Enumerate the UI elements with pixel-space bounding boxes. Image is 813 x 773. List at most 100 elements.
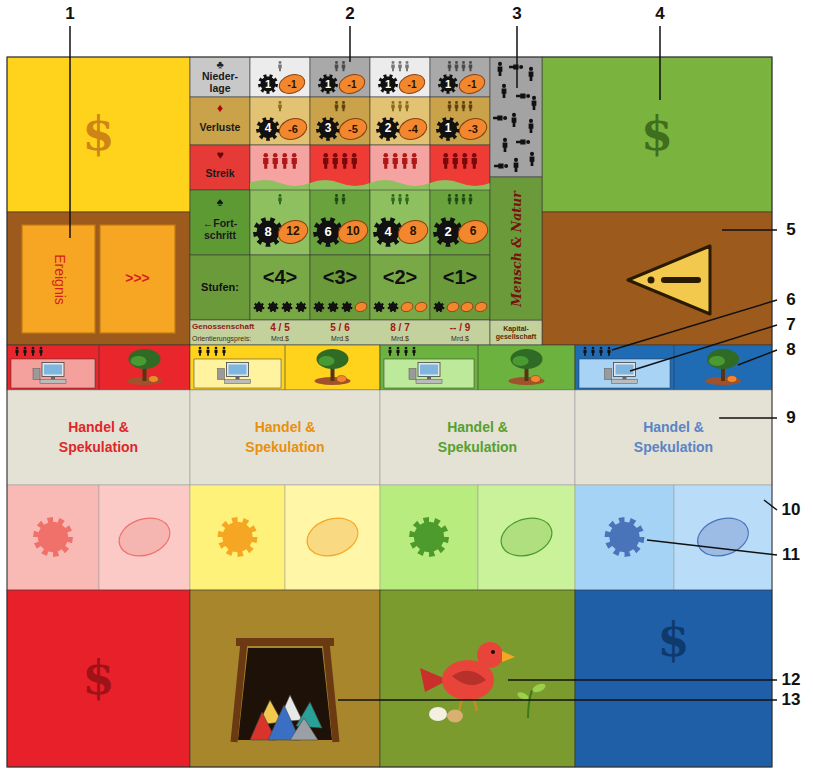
level-cell-text: 6: [470, 225, 477, 238]
mine-beam: [236, 638, 334, 646]
person-head: [462, 61, 465, 64]
text-slot: 4: [256, 117, 280, 141]
gear-symbol: [256, 117, 280, 141]
leader-line: [630, 325, 777, 371]
person-head: [519, 65, 523, 69]
level-cell-ground: [370, 190, 430, 255]
row-label-text: ♥: [216, 149, 223, 162]
leader-line: [508, 679, 777, 681]
person-head: [503, 116, 507, 120]
row-label-text: Nieder- lage: [192, 71, 248, 94]
person-head: [448, 101, 451, 104]
person-body: [502, 88, 507, 98]
person-body: [342, 104, 345, 111]
hill-band: [370, 180, 430, 190]
level-cell-ground: [250, 57, 310, 97]
callout-slot: 2: [336, 3, 364, 25]
person-figure: [342, 61, 345, 71]
resource-field: [190, 485, 285, 590]
player-strip: [7, 345, 190, 390]
callout-slot: 8: [777, 339, 805, 361]
resource-field: [478, 485, 575, 590]
row-label-ground: [190, 190, 250, 255]
text-slot: 10: [338, 221, 368, 243]
stand-symbol: [427, 377, 431, 380]
callout-slot: 6: [777, 289, 805, 311]
person-head: [24, 347, 27, 350]
leader-line: [722, 229, 777, 231]
person-body: [455, 64, 458, 71]
person-body: [342, 64, 345, 71]
person-body: [15, 350, 18, 356]
person-head: [406, 194, 409, 197]
leader-line: [338, 699, 777, 701]
person-figure: [469, 61, 472, 71]
gear-symbol: [434, 302, 445, 313]
event-card-ground: [22, 225, 95, 333]
person-head: [399, 194, 402, 197]
event-card-text: Ereignis: [51, 254, 66, 305]
gear-symbol: [314, 302, 325, 313]
person-head: [199, 347, 202, 350]
person-figure: [342, 101, 345, 111]
person-body: [469, 197, 472, 204]
warning-area: [542, 212, 772, 345]
monitor-symbol: [418, 363, 440, 377]
person-figure: [402, 153, 407, 169]
person-head: [215, 347, 218, 350]
person-head: [279, 61, 282, 64]
text-slot: 2: [376, 117, 400, 141]
level-cell-text: 3: [325, 122, 332, 135]
person-head: [462, 153, 467, 158]
keyboard-symbol: [225, 380, 251, 384]
person-head: [455, 101, 458, 104]
monitor-symbol: [227, 363, 249, 377]
resource-field: [380, 485, 478, 590]
person-figure: [516, 94, 530, 99]
text-slot: 1: [258, 74, 278, 94]
person-figure: [448, 101, 451, 111]
text-slot: ♥: [190, 148, 250, 163]
person-head: [279, 101, 282, 104]
computer-icon: [218, 363, 251, 384]
gear-symbol: [296, 302, 307, 313]
level-cell-ground: [250, 255, 310, 320]
level-cell: <1>: [430, 255, 490, 320]
bird-wing: [452, 671, 486, 685]
tree-icon: [315, 349, 351, 385]
person-body: [39, 350, 42, 356]
row-label-text: ♣: [216, 58, 223, 70]
level-cell-text: 4: [265, 122, 272, 135]
mineral-symbol: [290, 718, 318, 740]
text-slot: <2>: [370, 259, 430, 295]
monitor-symbol: [614, 363, 636, 377]
gear-symbol: [388, 302, 399, 313]
person-figure: [398, 194, 401, 204]
gear-symbol: [378, 74, 398, 94]
potato-symbol: [400, 301, 414, 313]
person-figure: [335, 194, 338, 204]
resource-field: [575, 485, 674, 590]
person-head: [279, 194, 282, 197]
person-figure: [462, 194, 465, 204]
level-cell-text: -4: [408, 123, 418, 135]
person-head: [462, 194, 465, 197]
footer-slot: Kapital- gesellschaft: [490, 320, 542, 345]
text-slot: -1: [459, 75, 485, 93]
potato-symbol: [149, 376, 159, 383]
person-head: [502, 84, 506, 88]
person-head: [352, 153, 357, 158]
level-cell-ground: [370, 255, 430, 320]
factory-symbol: [33, 369, 40, 380]
person-figure: [503, 138, 508, 152]
person-head: [32, 347, 35, 350]
person-body: [263, 158, 268, 169]
person-head: [392, 194, 395, 197]
footer-slot: Mrd.$: [250, 333, 310, 344]
table-footer-text: 4 / 5: [270, 322, 289, 333]
text-slot: 8: [253, 217, 283, 247]
person-head: [448, 194, 451, 197]
level-cell-ground: [310, 255, 370, 320]
text-slot: $: [7, 590, 190, 767]
person-body: [599, 350, 602, 356]
